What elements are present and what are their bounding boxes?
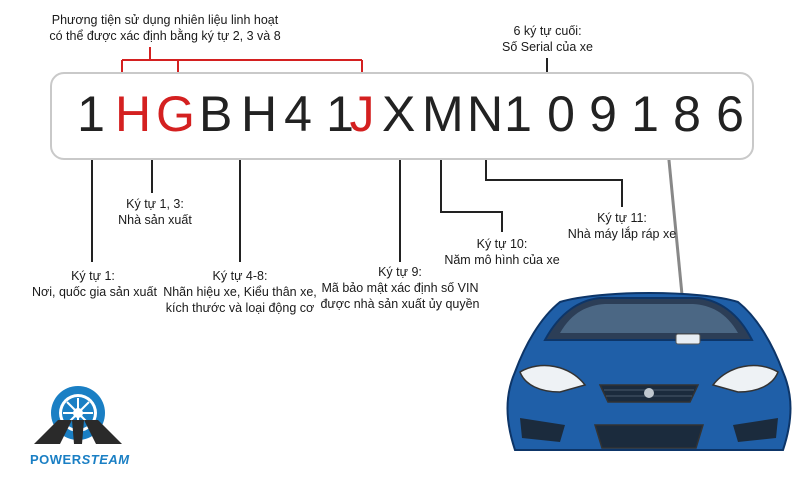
pos-9-line-3: được nhà sản xuất ủy quyền (320, 297, 480, 311)
serial-line-2: Số Serial của xe (501, 40, 594, 54)
pos-1-label: Ký tự 1: Nơi, quốc gia sản xuất (32, 268, 157, 300)
vin-char-13: 0 (547, 86, 575, 142)
vin-char-4: B (199, 86, 233, 142)
vin-char-9: X (382, 86, 416, 142)
vin-char-15: 1 (631, 86, 659, 142)
vin-char-14: 9 (589, 86, 617, 142)
flex-fuel-line-2: có thể được xác định bằng ký tự 2, 3 và … (49, 29, 281, 43)
vin-char-8: J (349, 86, 375, 142)
pos-11-line-2: Nhà máy lắp ráp xe (567, 227, 677, 241)
pos-9-label: Ký tự 9: Mã bảo mật xác định số VIN được… (318, 264, 482, 312)
powersteam-logo-icon (34, 386, 122, 444)
pos-4-8-line-2: Nhãn hiệu xe, Kiểu thân xe, (163, 285, 317, 299)
pos-9-line-1: Ký tự 9: (378, 265, 422, 279)
brand-part-1: POWER (30, 452, 82, 467)
pos-10-label: Ký tự 10: Năm mô hình của xe (440, 236, 564, 268)
vin-char-12: 1 (504, 86, 532, 142)
brand-name: POWERSTEAM (30, 452, 130, 467)
vin-char-17: 6 (716, 86, 744, 142)
pos-1-3-line-1: Ký tự 1, 3: (126, 197, 184, 211)
pos-1-3-line-2: Nhà sản xuất (118, 213, 192, 227)
serial-label: 6 ký tự cuối: Số Serial của xe (480, 23, 615, 55)
car-illustration (506, 292, 792, 451)
vin-char-11: N (467, 86, 504, 142)
vin-char-10: M (422, 86, 464, 142)
pos-10-line-1: Ký tự 10: (476, 237, 528, 251)
vin-char-1: 1 (77, 86, 105, 142)
pos-11-label: Ký tự 11: Nhà máy lắp ráp xe (560, 210, 684, 242)
flex-fuel-label: Phương tiện sử dụng nhiên liệu linh hoạt… (40, 12, 290, 44)
vin-char-2: H (115, 86, 152, 142)
pos-1-line-1: Ký tự 1: (71, 269, 115, 283)
pos-10-line-2: Năm mô hình của xe (444, 253, 560, 267)
pos-1-3-label: Ký tự 1, 3: Nhà sản xuất (115, 196, 195, 228)
vin-char-7: 1 (326, 86, 354, 142)
vin-char-6: 4 (284, 86, 312, 142)
pos-1-line-2: Nơi, quốc gia sản xuất (32, 285, 157, 299)
pos-4-8-line-1: Ký tự 4-8: (212, 269, 268, 283)
pos-4-8-line-3: kích thước và loại động cơ (165, 301, 315, 315)
flex-fuel-line-1: Phương tiện sử dụng nhiên liệu linh hoạt (51, 13, 279, 27)
pos-4-8-label: Ký tự 4-8: Nhãn hiệu xe, Kiểu thân xe, k… (160, 268, 320, 316)
vin-char-16: 8 (673, 86, 701, 142)
vin-char-3: G (156, 86, 195, 142)
pos-11-line-1: Ký tự 11: (597, 211, 647, 225)
vin-box (50, 72, 754, 160)
vin-char-5: H (241, 86, 278, 142)
brand-part-2: STEAM (81, 452, 130, 467)
serial-line-1: 6 ký tự cuối: (513, 24, 582, 38)
pos-9-line-2: Mã bảo mật xác định số VIN (321, 281, 479, 295)
